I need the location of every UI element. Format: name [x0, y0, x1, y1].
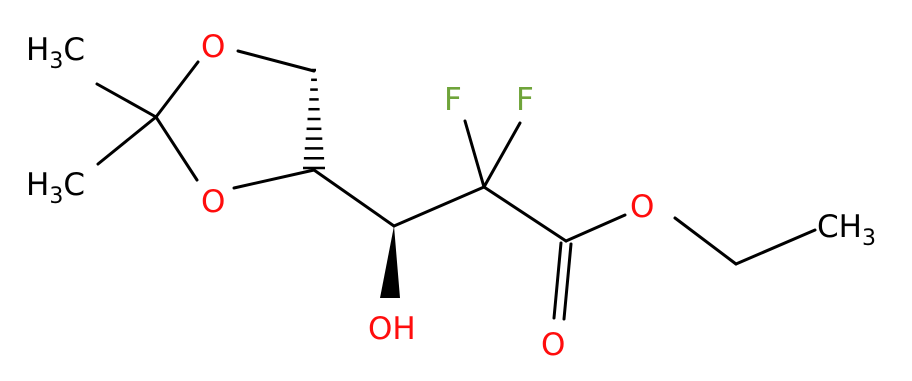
bond-cq-methyl-mid [96, 115, 158, 166]
bond-o-top-ch2 [236, 49, 316, 73]
ring-oxygen-top: O [201, 29, 225, 65]
bond-ch-choh [312, 168, 396, 228]
methyl-right-label: CH3 [817, 209, 876, 251]
fluorine-left-label: F [444, 82, 462, 118]
methyl-mid-label: H3C [26, 167, 85, 209]
bond-cf2-f-left [463, 119, 486, 189]
hydroxyl-label: OH [368, 311, 416, 347]
bond-carbonyl-c-ester-o [564, 213, 627, 243]
bond-cq-methyl-top [95, 82, 158, 119]
ring-oxygen-bottom: O [201, 184, 225, 220]
carbonyl-oxygen-label: O [541, 327, 565, 363]
bond-cq-o-bottom [154, 115, 199, 182]
solid-wedge-bond [380, 226, 400, 298]
bond-carbonyl-double-b [562, 242, 573, 321]
bond-cf2-f-right [482, 121, 522, 189]
methyl-top-label: H3C [26, 32, 85, 74]
ester-oxygen-label: O [630, 189, 654, 225]
bond-choh-cf2 [392, 185, 486, 228]
hashed-wedge-bond [303, 68, 325, 170]
bond-ch2-ch3 [734, 228, 817, 266]
bond-ester-o-ch2 [673, 216, 738, 266]
bond-cq-o-top [154, 60, 200, 119]
bond-cf2-carbonyl-c [482, 185, 568, 243]
fluorine-right-label: F [516, 82, 534, 118]
bonds [95, 49, 817, 321]
bond-o-bottom-ch [232, 168, 316, 190]
atom-labels: H3C H3C O O OH F F O O CH3 [26, 29, 876, 363]
bond-carbonyl-double-a [552, 241, 563, 320]
